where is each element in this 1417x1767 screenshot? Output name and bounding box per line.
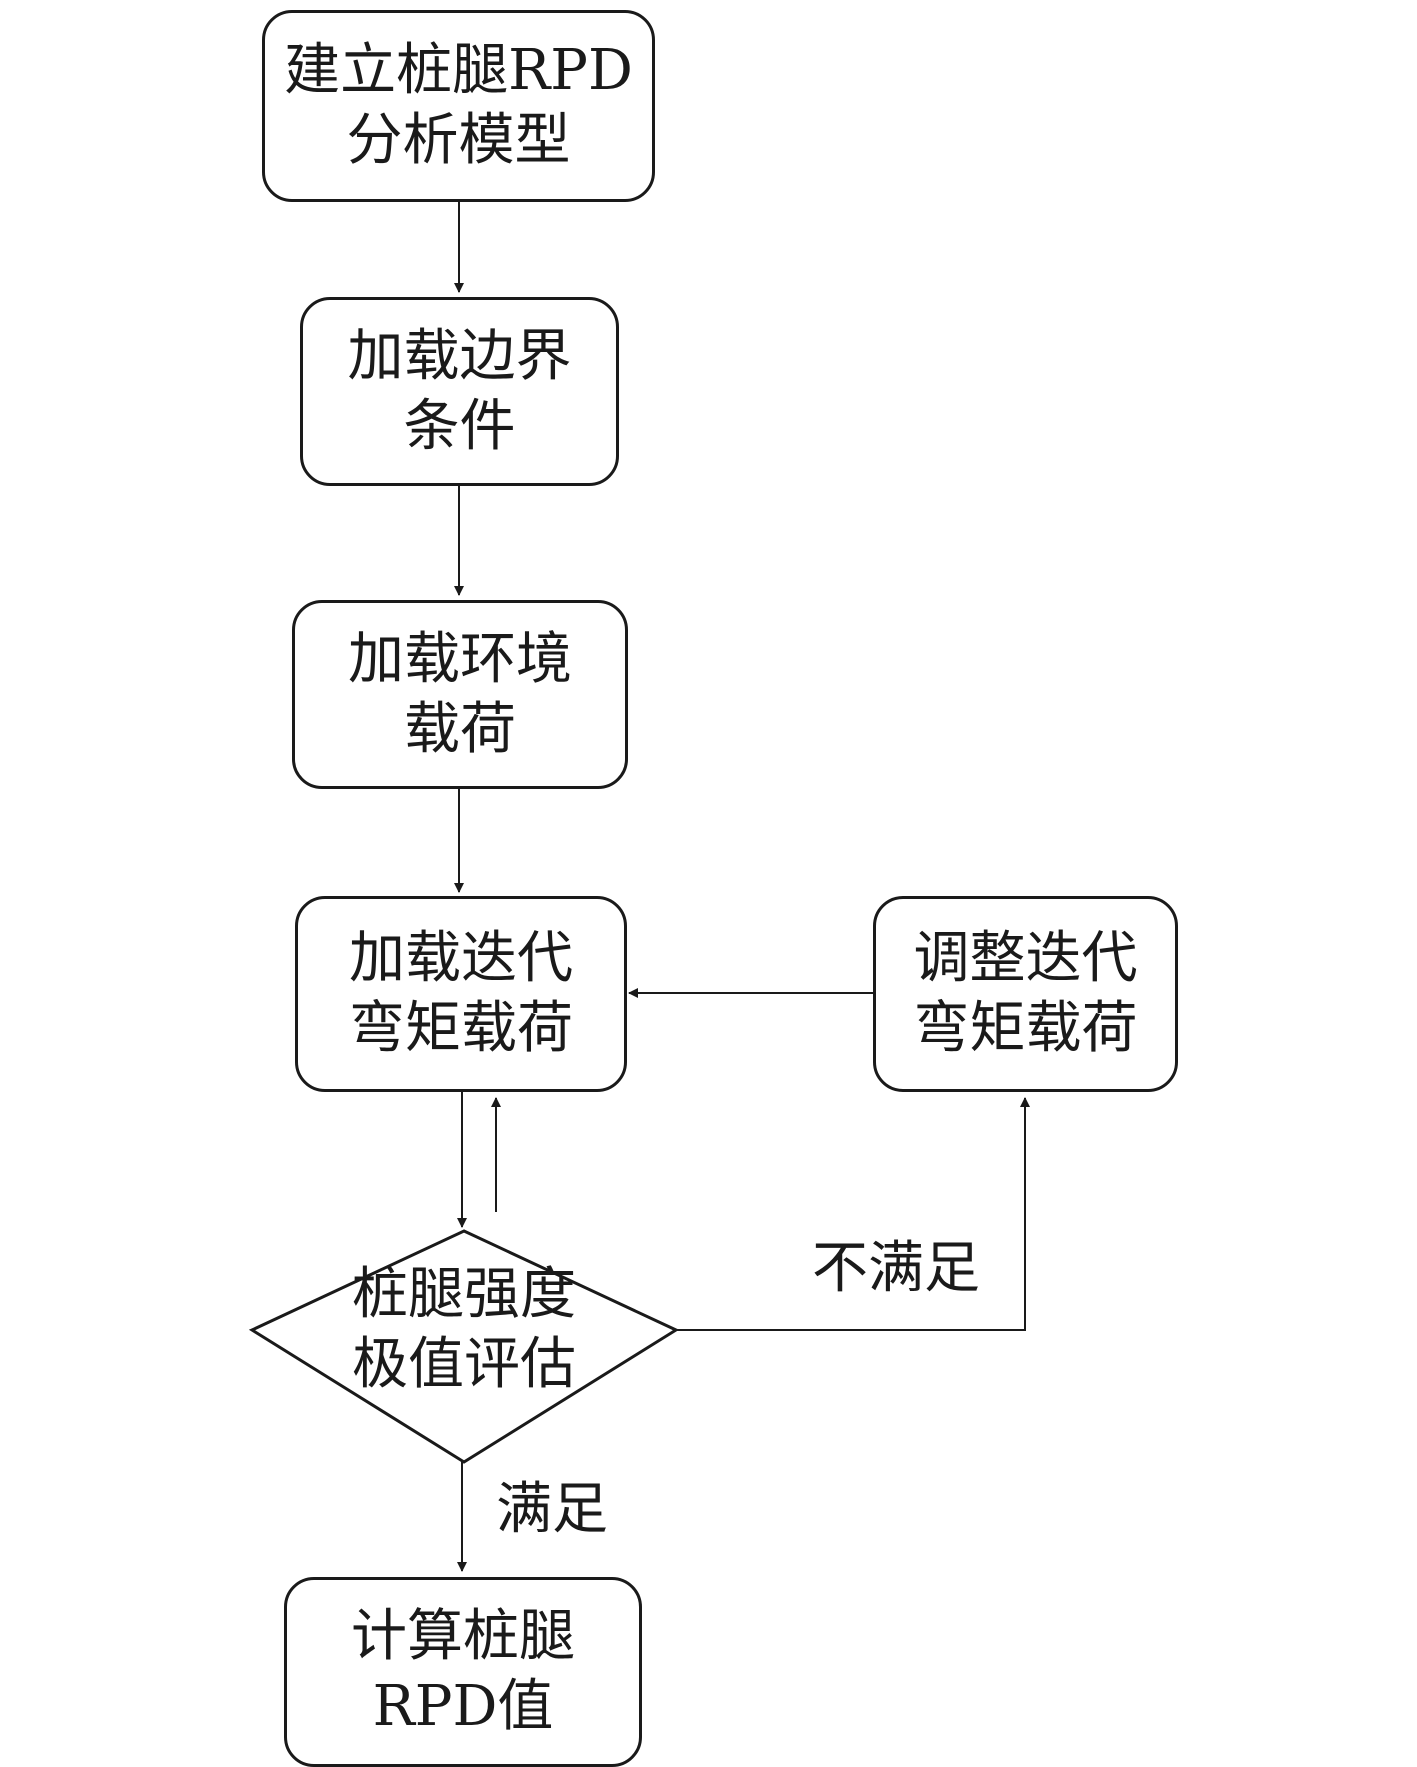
iter-load-line-2: 弯矩载荷	[349, 996, 573, 1061]
calc-rpd-line-1: 计算桩腿	[351, 1604, 575, 1669]
build-model-box: 建立桩腿RPD 分析模型	[262, 10, 655, 202]
iterative-moment-load-box: 加载迭代 弯矩载荷	[295, 896, 627, 1092]
environment-load-box: 加载环境 载荷	[292, 600, 628, 789]
adjust-moment-load-box: 调整迭代 弯矩载荷	[873, 896, 1178, 1092]
arrow-eval-to-adjust	[676, 1097, 1030, 1331]
iter-load-line-1: 加载迭代	[349, 926, 573, 991]
calc-rpd-line-2: RPD值	[372, 1674, 554, 1739]
adjust-line-2: 弯矩载荷	[913, 996, 1138, 1061]
evaluate-line-2: 极值评估	[352, 1332, 576, 1397]
boundary-conditions-box: 加载边界 条件	[300, 297, 619, 486]
evaluate-line-1: 桩腿强度	[352, 1262, 576, 1327]
boundary-line-1: 加载边界	[347, 323, 572, 389]
env-load-line-2: 载荷	[404, 696, 516, 762]
calculate-rpd-box: 计算桩腿 RPD值	[284, 1577, 642, 1767]
boundary-line-2: 条件	[403, 393, 516, 459]
build-model-line-2: 分析模型	[346, 108, 571, 173]
satisfied-label: 满足	[496, 1477, 608, 1542]
adjust-line-1: 调整迭代	[913, 926, 1138, 991]
not-satisfied-label: 不满足	[812, 1236, 980, 1301]
env-load-line-1: 加载环境	[348, 626, 572, 692]
decision-diamond	[248, 1229, 680, 1464]
decision-label: 桩腿强度 极值评估	[324, 1260, 604, 1400]
build-model-line-1: 建立桩腿RPD	[284, 38, 633, 103]
